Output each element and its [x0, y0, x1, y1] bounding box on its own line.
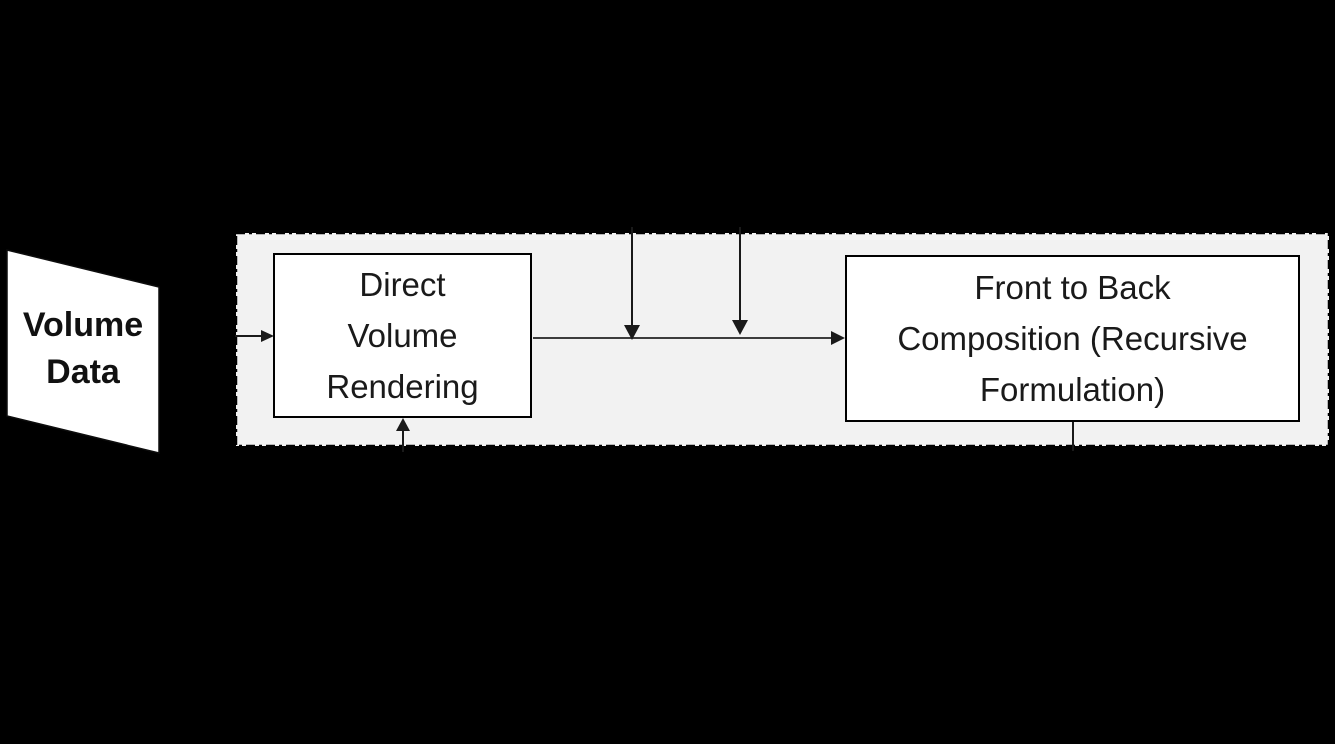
bottom-input-arrow	[396, 418, 410, 452]
arrow-into-dvr	[235, 330, 274, 342]
node-direct-volume-rendering: Direct Volume Rendering	[273, 253, 532, 418]
node-dvr-label-line3: Rendering	[326, 368, 479, 405]
node-ftb-label-line1: Front to Back	[974, 269, 1171, 306]
node-ftb-label-line2: Composition (Recursive	[897, 320, 1248, 357]
node-dvr-label-line1: Direct	[359, 266, 446, 303]
node-volume-data-label-line2: Data	[46, 353, 120, 391]
top-input-arrow-2	[732, 227, 748, 335]
node-volume-data: Volume Data	[7, 302, 159, 396]
top-input-arrow-1	[624, 227, 640, 340]
node-dvr-label-line2: Volume	[347, 317, 458, 354]
node-volume-data-label-line1: Volume	[22, 306, 144, 344]
volume-data-parallelogram	[6, 249, 160, 454]
arrow-dvr-to-ftb	[533, 331, 845, 345]
node-ftb-label-line3: Formulation)	[979, 371, 1166, 408]
node-front-to-back-composition: Front to Back Composition (Recursive For…	[845, 255, 1300, 422]
